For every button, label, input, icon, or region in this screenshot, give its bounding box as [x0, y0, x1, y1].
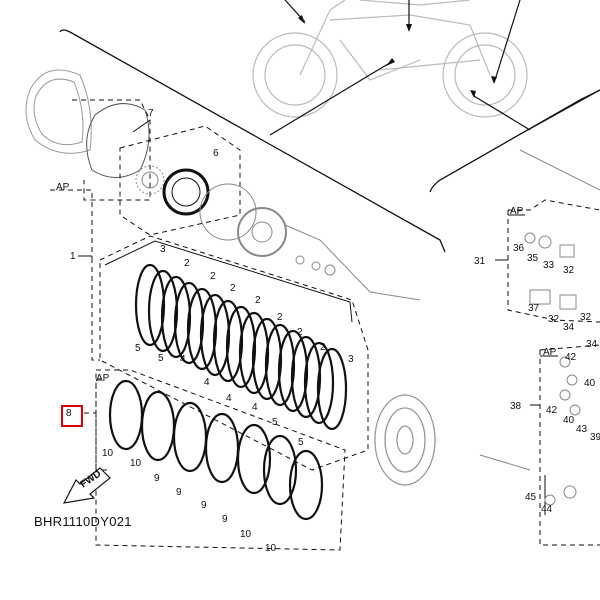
callout-40b: 40: [563, 415, 575, 426]
callout-4b: 4: [204, 377, 210, 388]
callout-37: 37: [528, 303, 540, 314]
callout-40a: 40: [584, 378, 596, 389]
callout-2a: 2: [184, 258, 190, 269]
callout-4c: 4: [226, 393, 232, 404]
callout-42b: 42: [546, 405, 558, 416]
callout-10c: 10: [240, 529, 252, 540]
callout-33: 33: [543, 260, 555, 271]
callout-34b: 34: [586, 339, 598, 350]
callout-2e: 2: [277, 312, 283, 323]
diagram-code: BHR1110DY021: [34, 514, 132, 529]
callout-5b: 5: [158, 353, 164, 364]
callout-32b: 32: [548, 314, 560, 325]
callout-1: 1: [70, 251, 76, 262]
callout-4d: 4: [252, 402, 258, 413]
callout-numbers: 1 7 6 3 2 2 2 2 2 2 2 3 5 5 4 4 4 4 5 5 …: [66, 108, 600, 554]
highlight-box-item-8: [61, 405, 83, 427]
callout-43: 43: [576, 424, 588, 435]
ap-label-lower: AP: [96, 373, 110, 384]
callout-9d: 9: [222, 514, 228, 525]
callout-34a: 34: [563, 322, 575, 333]
friction-plate-set: [108, 379, 324, 521]
motorcycle-illustration: [252, 0, 528, 118]
callout-3a: 3: [160, 244, 166, 255]
callout-2g: 2: [320, 342, 326, 353]
callout-10a: 10: [102, 448, 114, 459]
callout-10d: 10: [265, 543, 277, 554]
clutch-plate-stack: [134, 263, 348, 431]
callout-5d: 5: [298, 437, 304, 448]
callout-44: 44: [541, 504, 553, 515]
callout-38: 38: [510, 401, 522, 412]
callout-31: 31: [474, 256, 486, 267]
callout-39: 39: [590, 432, 600, 443]
fwd-arrow-icon: FWD: [62, 467, 111, 504]
callout-2c: 2: [230, 283, 236, 294]
callout-10b: 10: [130, 458, 142, 469]
callout-2b: 2: [210, 271, 216, 282]
ap-label-upper: AP: [56, 182, 70, 193]
callout-42a: 42: [565, 352, 577, 363]
callout-9b: 9: [176, 487, 182, 498]
clutch-cover: [25, 69, 92, 154]
ap-label-right-lower: AP: [543, 347, 557, 358]
callout-5c: 5: [272, 417, 278, 428]
callout-9c: 9: [201, 500, 207, 511]
ap-label-right-upper: AP: [510, 206, 524, 217]
callout-32c: 32: [580, 312, 592, 323]
callout-36: 36: [513, 243, 525, 254]
callout-2d: 2: [255, 295, 261, 306]
callout-35: 35: [527, 253, 539, 264]
callout-8: 8: [66, 408, 72, 419]
callout-9a: 9: [154, 473, 160, 484]
callout-7: 7: [148, 108, 154, 119]
callout-3b: 3: [348, 354, 354, 365]
callout-4a: 4: [180, 354, 186, 365]
callout-5a: 5: [135, 343, 141, 354]
callout-32a: 32: [563, 265, 575, 276]
callout-45: 45: [525, 492, 537, 503]
callout-2f: 2: [297, 327, 303, 338]
callout-6: 6: [213, 148, 219, 159]
